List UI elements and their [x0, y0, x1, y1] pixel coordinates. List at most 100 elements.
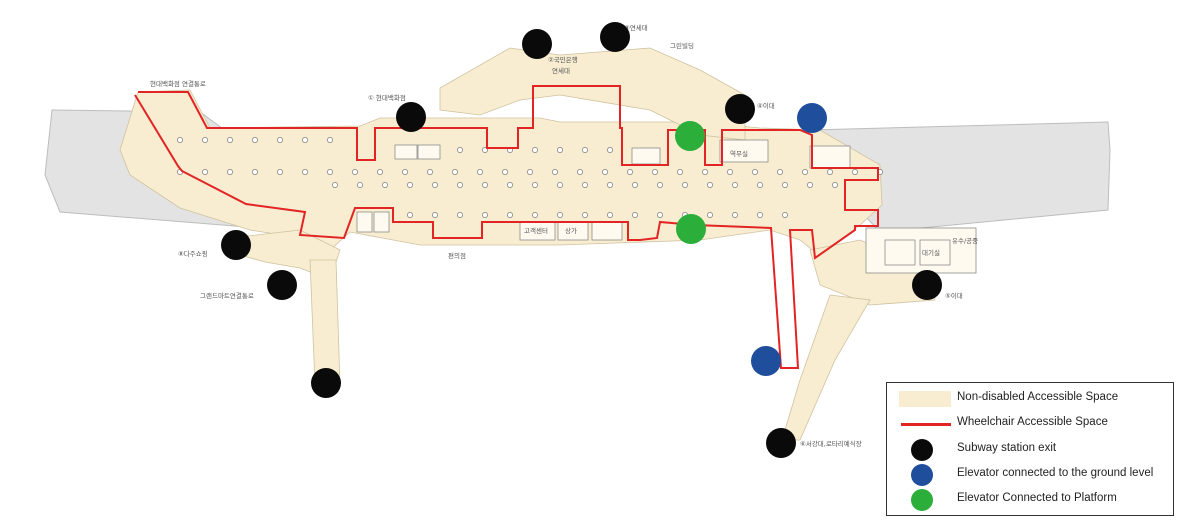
exit-marker-5[interactable] — [912, 270, 942, 300]
platform-elevators — [675, 121, 706, 244]
legend-item-platform-elevator: Elevator Connected to Platform — [887, 489, 1173, 511]
legend-label: Non-disabled Accessible Space — [957, 391, 1119, 403]
column-7 — [352, 169, 358, 175]
wheelchair-accessible-space — [134, 85, 879, 369]
legend-item-wheelchair-line: Wheelchair Accessible Space — [887, 413, 1173, 435]
label-dajoo: ⑧다주쇼핑 — [178, 249, 208, 258]
legend-swatch-ground-elevator-dot — [911, 464, 933, 486]
column-41 — [632, 182, 638, 188]
corridor-exit-6 — [781, 294, 871, 441]
legend-item-accessible-fill: Non-disabled Accessible Space — [887, 388, 1173, 410]
legend-swatch-exit-dot — [911, 439, 933, 461]
exit-marker-8[interactable] — [221, 230, 251, 260]
label-customer-center: 고객센터 — [524, 226, 548, 235]
column-61 — [507, 212, 513, 218]
column-77 — [277, 137, 283, 143]
column-55 — [582, 147, 588, 153]
legend-item-exit: Subway station exit — [887, 439, 1173, 461]
column-62 — [532, 212, 538, 218]
column-20 — [677, 169, 683, 175]
column-3 — [252, 169, 258, 175]
column-24 — [777, 169, 783, 175]
column-30 — [357, 182, 363, 188]
label-ewha-5: ⑤이대 — [945, 291, 963, 300]
column-58 — [432, 212, 438, 218]
column-78 — [302, 137, 308, 143]
exit-marker-7[interactable] — [311, 368, 341, 398]
subway-exits — [221, 22, 942, 458]
column-27 — [852, 169, 858, 175]
legend-swatch-fill — [899, 391, 951, 407]
label-green-building: 그린빌딩 — [670, 41, 694, 50]
exit-marker-1[interactable] — [396, 102, 426, 132]
column-10 — [427, 169, 433, 175]
column-2 — [227, 169, 233, 175]
column-34 — [457, 182, 463, 188]
column-21 — [702, 169, 708, 175]
ground-elevator-marker-1[interactable] — [797, 103, 827, 133]
label-hyundai-dept: ① 현대백화점 — [368, 93, 406, 102]
column-16 — [577, 169, 583, 175]
column-8 — [377, 169, 383, 175]
exit-marker-4[interactable] — [725, 94, 755, 124]
legend-swatch-platform-elevator-dot — [911, 489, 933, 511]
wheelchair-boundary-main — [134, 85, 879, 369]
column-40 — [607, 182, 613, 188]
column-49 — [832, 182, 838, 188]
column-12 — [477, 169, 483, 175]
column-43 — [682, 182, 688, 188]
column-60 — [482, 212, 488, 218]
column-46 — [757, 182, 763, 188]
label-ewha: ④이대 — [757, 101, 775, 110]
column-65 — [607, 212, 613, 218]
column-36 — [507, 182, 513, 188]
column-18 — [627, 169, 633, 175]
platform-elevator-marker-2[interactable] — [676, 214, 706, 244]
room-office-2 — [919, 239, 951, 266]
room-public-toilet — [809, 145, 851, 169]
column-47 — [782, 182, 788, 188]
rooms — [356, 139, 977, 274]
column-6 — [327, 169, 333, 175]
label-seodaemun: ⑥서강대,로타리예식장 — [800, 439, 862, 448]
column-4 — [277, 169, 283, 175]
column-50 — [457, 147, 463, 153]
column-25 — [802, 169, 808, 175]
legend-label: Subway station exit — [957, 442, 1057, 454]
label-grand-mart: 그랜드마트연결통로 — [200, 291, 254, 300]
columns — [177, 137, 883, 218]
column-57 — [407, 212, 413, 218]
map-legend: Non-disabled Accessible Space Wheelchair… — [886, 382, 1174, 516]
label-hyundai-link: 현대백화점 연결통로 — [150, 79, 206, 88]
exit-marker-3[interactable] — [600, 22, 630, 52]
platform-elevator-marker-1[interactable] — [675, 121, 705, 151]
column-26 — [827, 169, 833, 175]
label-toilet: 유수/공중 — [952, 237, 978, 245]
column-42 — [657, 182, 663, 188]
column-13 — [502, 169, 508, 175]
label-station-office: 역무실 — [730, 149, 748, 158]
column-22 — [727, 169, 733, 175]
room-shop-1 — [394, 144, 418, 160]
room-shop-2 — [417, 144, 441, 160]
column-72 — [782, 212, 788, 218]
exit-marker-9[interactable] — [267, 270, 297, 300]
legend-label: Wheelchair Accessible Space — [957, 416, 1108, 428]
column-45 — [732, 182, 738, 188]
exit-marker-2[interactable] — [522, 29, 552, 59]
column-15 — [552, 169, 558, 175]
column-9 — [402, 169, 408, 175]
column-73 — [177, 137, 183, 143]
column-29 — [332, 182, 338, 188]
column-17 — [602, 169, 608, 175]
column-53 — [532, 147, 538, 153]
ground-elevator-marker-2[interactable] — [751, 346, 781, 376]
exit-marker-6[interactable] — [766, 428, 796, 458]
column-64 — [582, 212, 588, 218]
column-75 — [227, 137, 233, 143]
column-38 — [557, 182, 563, 188]
room-shop-4 — [373, 211, 390, 233]
column-59 — [457, 212, 463, 218]
